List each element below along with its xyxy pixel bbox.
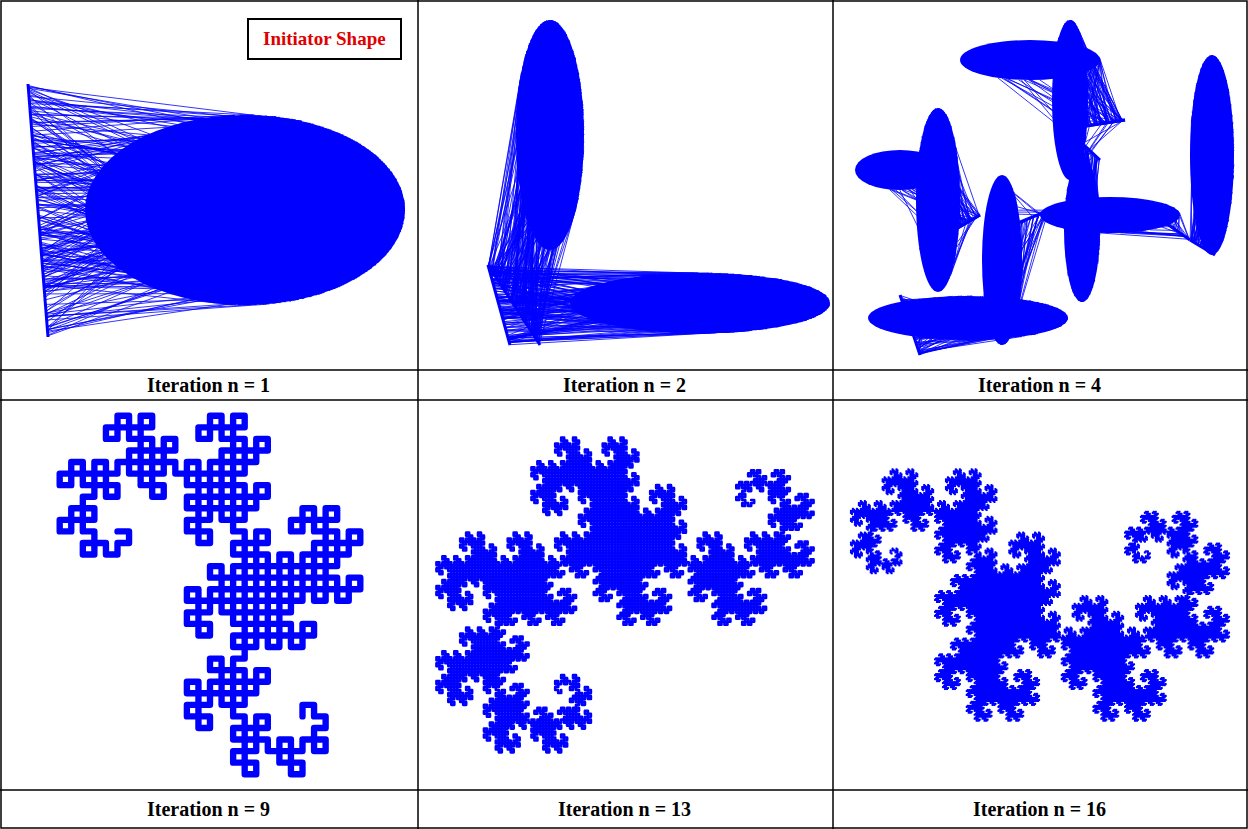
fan-edge [28, 84, 48, 337]
iteration-caption: Iteration n = 1 [143, 373, 274, 397]
grid-line [0, 789, 1248, 791]
dragon-curve [850, 469, 1229, 721]
fan-edge [920, 215, 980, 250]
fan-lines [890, 153, 980, 250]
iteration-4-shape [855, 20, 1234, 355]
fan-edge [900, 295, 920, 355]
iteration-caption: Iteration n = 2 [559, 373, 690, 397]
iteration-caption: Iteration n = 9 [143, 797, 274, 821]
fan-edge [1060, 120, 1125, 130]
dragon-curve [60, 416, 361, 774]
iteration-2-shape [488, 20, 830, 345]
iteration-9-shape [60, 416, 361, 774]
grid-line [417, 0, 419, 829]
ellipse-blade [855, 150, 945, 190]
fan-edge [1068, 130, 1100, 160]
title-box: Initiator Shape [247, 18, 402, 60]
fan-edge [1000, 210, 1050, 230]
iteration-13-shape [436, 438, 813, 753]
iteration-1-shape [28, 84, 405, 337]
fan-lines [900, 296, 1068, 355]
fan-edge [488, 265, 510, 345]
ellipse-blade [1190, 55, 1234, 255]
fan-lines [28, 86, 405, 336]
fan-edge [1140, 205, 1190, 240]
grid-line [0, 369, 1248, 371]
dragon-curve [436, 438, 813, 753]
grid-line [832, 0, 834, 829]
iteration-caption: Iteration n = 13 [554, 797, 695, 821]
fan-lines [1057, 201, 1190, 240]
grid-line [0, 399, 1248, 401]
fan-edge [1190, 240, 1215, 255]
iteration-caption: Iteration n = 16 [969, 797, 1110, 821]
fan-lines [998, 43, 1123, 130]
fan-lines [488, 265, 830, 345]
iteration-16-shape [850, 469, 1229, 721]
iteration-caption: Iteration n = 4 [974, 373, 1105, 397]
box-label: Initiator Shape [263, 28, 386, 50]
fan-lines [1190, 55, 1234, 255]
